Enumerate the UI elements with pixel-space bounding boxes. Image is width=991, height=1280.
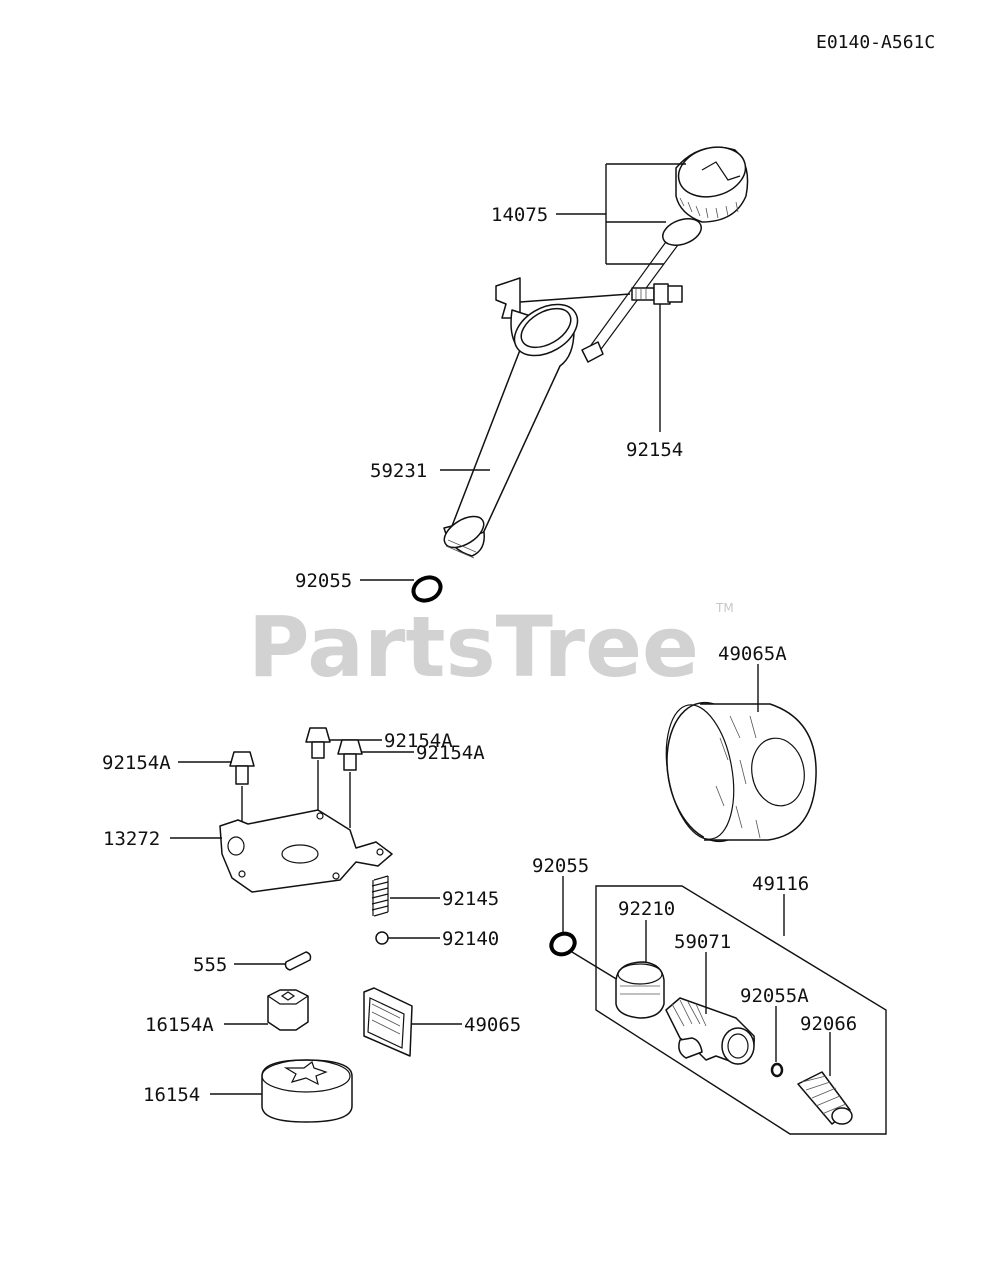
label-92140: 92140 (442, 928, 499, 950)
part-92055A-small-oring[interactable] (770, 1062, 784, 1078)
label-49065A: 49065A (718, 643, 787, 665)
part-14075-dipstick[interactable] (581, 140, 751, 363)
label-49116: 49116 (752, 873, 809, 895)
label-555: 555 (193, 954, 227, 976)
leader-92055-bottom-extension (571, 951, 619, 981)
part-92210-fitting[interactable] (615, 961, 665, 1019)
label-59231: 59231 (370, 460, 427, 482)
part-59071-tee[interactable] (665, 997, 755, 1065)
part-92055-oring-top[interactable] (410, 573, 445, 605)
part-92154-bolt[interactable] (631, 283, 683, 305)
label-92210: 92210 (618, 898, 675, 920)
part-16154-outer-rotor[interactable] (261, 1059, 353, 1123)
label-14075: 14075 (491, 204, 548, 226)
part-92066-relief-valve[interactable] (797, 1071, 853, 1125)
trademark-mark: TM (715, 601, 734, 615)
part-49065A-oil-filter[interactable] (657, 695, 817, 848)
diagram-code: E0140-A561C (816, 32, 935, 53)
label-16154A: 16154A (145, 1014, 214, 1036)
label-92055A: 92055A (740, 985, 809, 1007)
label-59071: 59071 (674, 931, 731, 953)
label-92154: 92154 (626, 439, 683, 461)
part-13272-plate[interactable] (219, 809, 393, 893)
part-92140-ball[interactable] (375, 931, 389, 945)
leader-14075 (556, 163, 686, 265)
label-92154A-2: 92154A (384, 730, 453, 752)
label-92055-bottom: 92055 (532, 855, 589, 877)
part-49065-screen[interactable] (363, 987, 413, 1057)
assembly-49116-outline (595, 885, 887, 1135)
part-92055-oring-bottom[interactable] (548, 930, 578, 958)
label-92154A-3: 92154A (416, 742, 485, 764)
label-92066: 92066 (800, 1013, 857, 1035)
label-13272: 13272 (103, 828, 160, 850)
label-92145: 92145 (442, 888, 499, 910)
partstree-watermark: PartsTree (248, 598, 699, 696)
label-49065: 49065 (464, 1014, 521, 1036)
part-16154A-inner-rotor[interactable] (267, 989, 309, 1031)
part-92154A-bolt-1[interactable] (229, 751, 255, 785)
part-555-pin[interactable] (284, 951, 312, 971)
leader-92154-extension (519, 293, 631, 303)
label-92154A-1: 92154A (102, 752, 171, 774)
part-92154A-bolt-3[interactable] (337, 739, 363, 771)
part-92154A-bolt-2[interactable] (305, 727, 331, 759)
label-16154: 16154 (143, 1084, 200, 1106)
part-59231-filler-tube[interactable] (439, 277, 586, 559)
part-92145-spring[interactable] (371, 875, 389, 917)
label-92055-top: 92055 (295, 570, 352, 592)
